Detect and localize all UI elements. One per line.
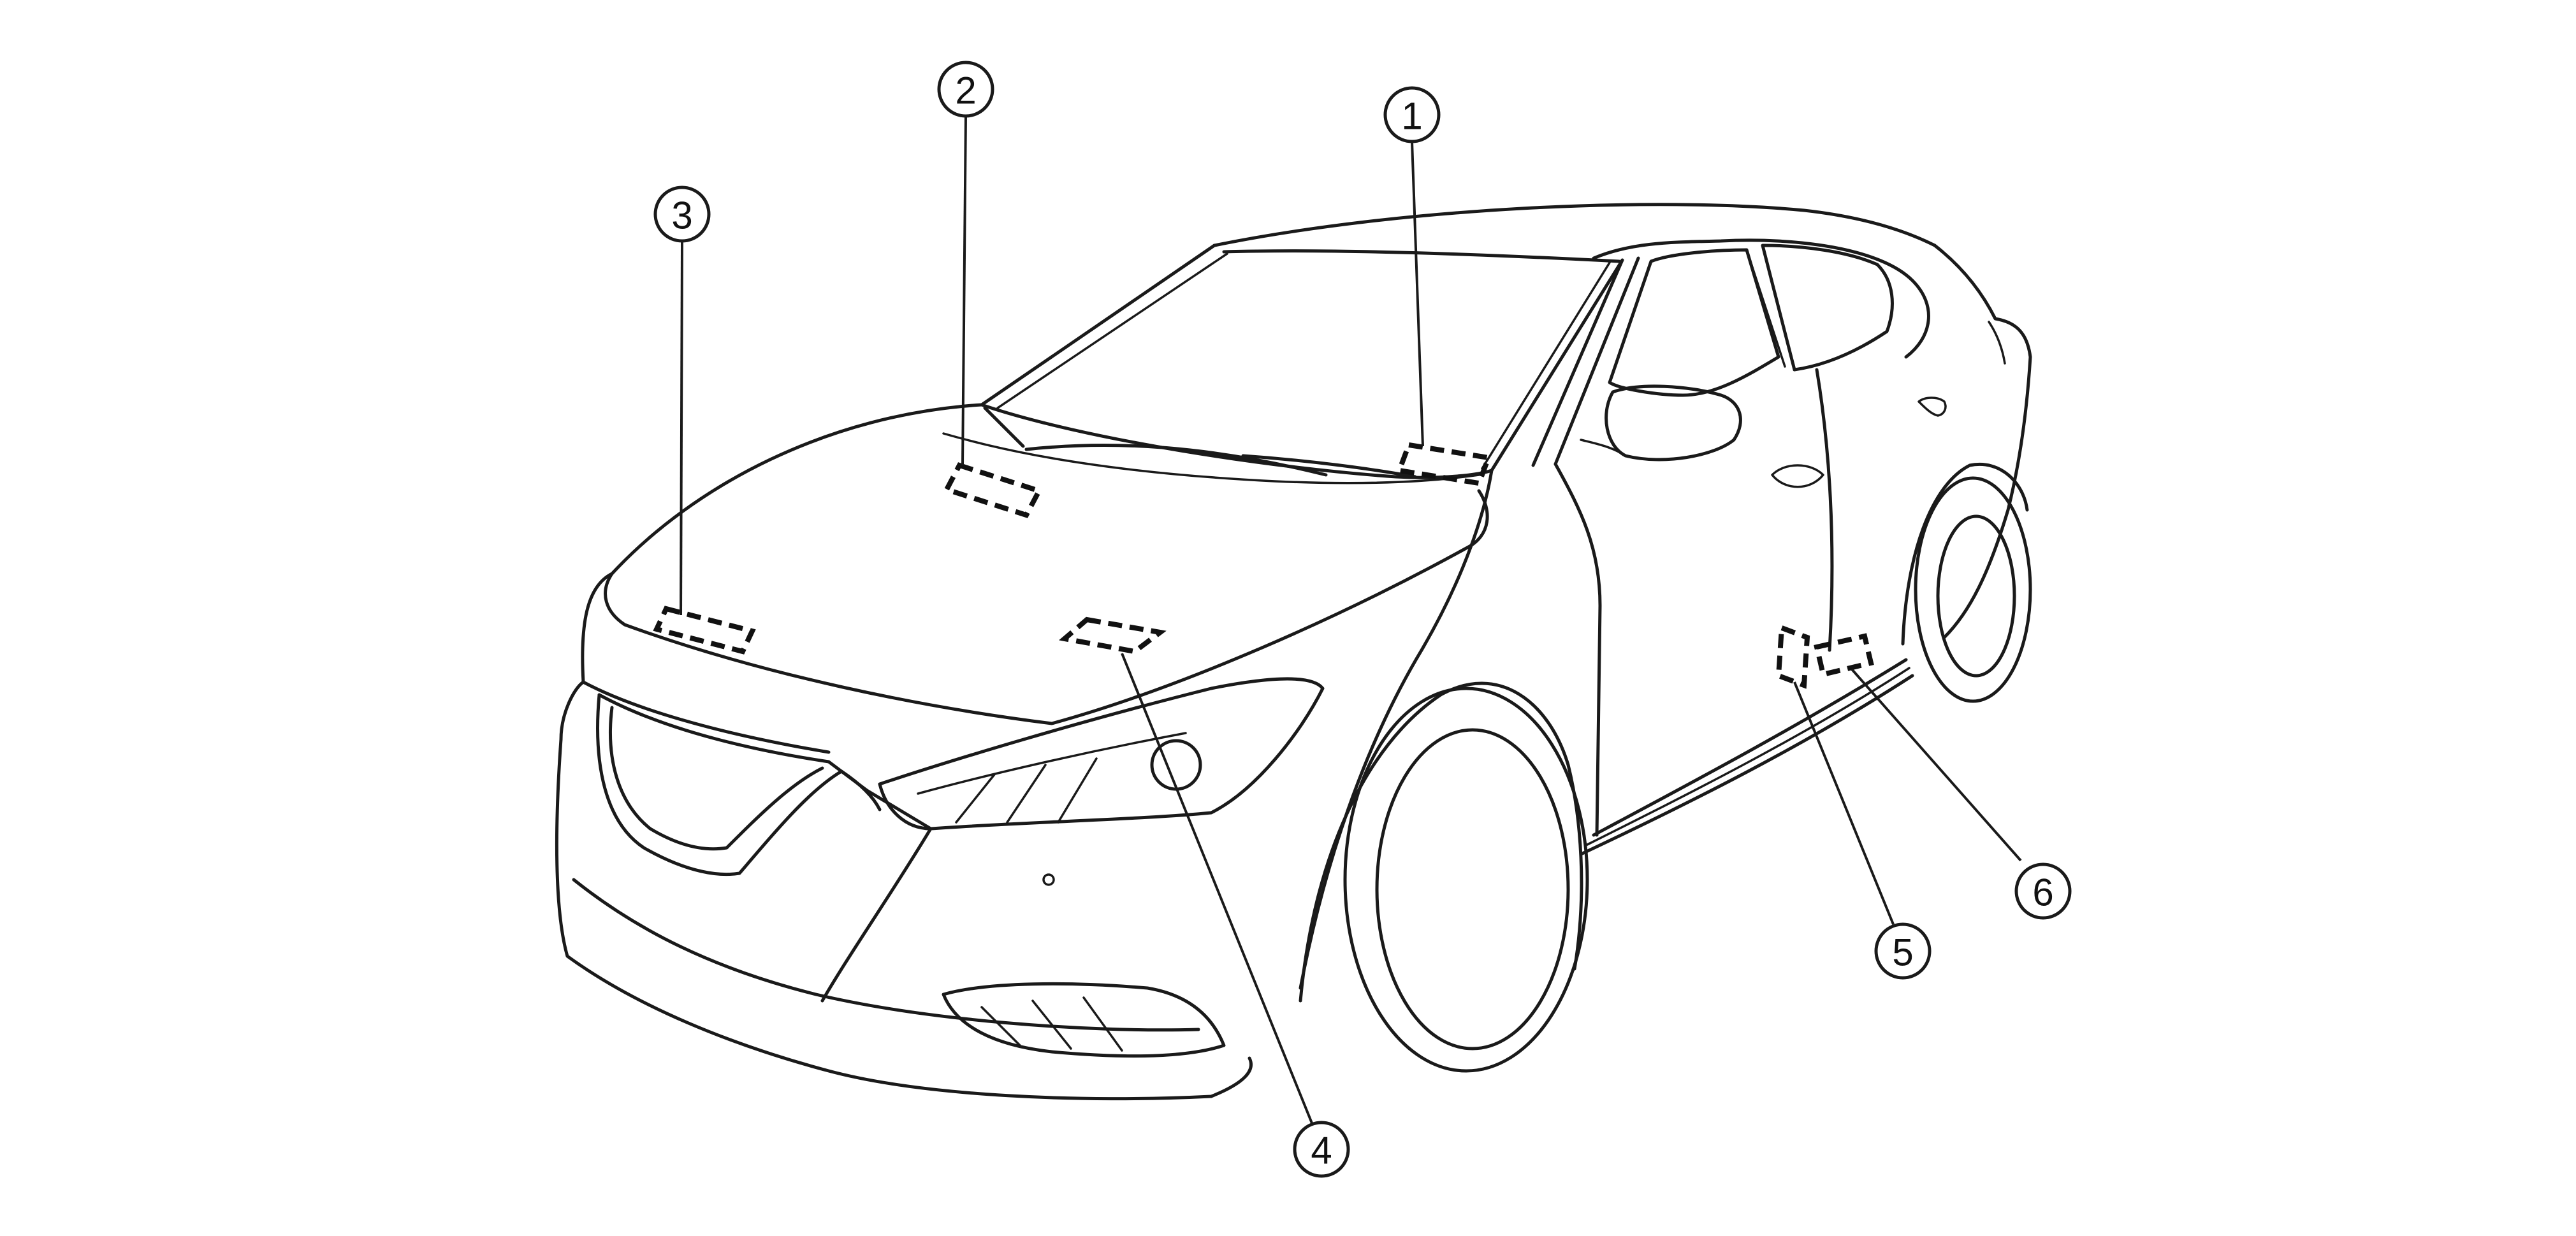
wiper-left (1024, 444, 1328, 477)
callout-3-number: 3 (671, 194, 692, 237)
side-mirror-base (1580, 439, 1624, 455)
a-pillar-inner (1554, 256, 1640, 466)
leader-line-3 (680, 240, 683, 616)
front-side-window (1608, 248, 1780, 397)
a-pillar (1531, 258, 1624, 467)
leader-line-1 (1411, 141, 1424, 447)
callout-2-circle (937, 61, 994, 118)
hood-cowl-line (942, 432, 1480, 484)
windshield-inner (996, 252, 1228, 409)
callouts: 1 2 3 4 5 6 (653, 61, 2072, 1178)
rear-light (1988, 321, 2006, 365)
rear-wheel-inner (1936, 514, 2016, 678)
car-roof-inner (1222, 249, 1621, 263)
front-bumper-top (581, 572, 831, 754)
label-location-5 (1775, 624, 1810, 689)
car-roof (1212, 203, 1937, 247)
label-location-2 (943, 462, 1043, 518)
rear-wheel-arch (1901, 463, 2029, 646)
callout-1-number: 1 (1401, 95, 1422, 138)
v-motion-line (597, 693, 933, 1003)
callout-4-circle (1293, 1121, 1350, 1178)
windshield-outer (980, 244, 1624, 479)
fuel-door (1917, 396, 1947, 417)
callout-4: 4 (1293, 1121, 1350, 1178)
fog-light-slats (980, 996, 1123, 1052)
headlight (878, 677, 1325, 831)
windshield-inner-right (1481, 261, 1611, 470)
front-door-handle (1771, 464, 1824, 488)
callout-1-circle (1383, 86, 1441, 143)
fog-light-housing (942, 982, 1226, 1058)
grille-inner (609, 706, 824, 851)
label-location-4 (1059, 616, 1167, 655)
callout-2: 2 (937, 61, 994, 118)
lower-bumper (555, 738, 1253, 1101)
side-mirror (1605, 384, 1742, 462)
side-sill-step (1586, 667, 1910, 846)
leader-line-5 (1793, 681, 1895, 925)
leader-line-4 (1121, 653, 1313, 1124)
wiper-arm (983, 406, 1025, 448)
callout-3-circle (653, 185, 711, 243)
callout-1: 1 (1383, 86, 1441, 143)
rear-side-window (1761, 244, 1894, 372)
front-door-edge (1554, 462, 1602, 837)
label-location-3 (653, 606, 756, 655)
callout-5-number: 5 (1892, 931, 1913, 974)
grille-frame (596, 693, 882, 876)
tow-hook-cover (1042, 873, 1055, 886)
leader-lines (680, 115, 2022, 1124)
label-location-6 (1814, 633, 1874, 678)
lower-bumper-inner (572, 878, 1200, 1032)
callout-4-number: 4 (1311, 1130, 1332, 1172)
front-wheel-arch (1299, 681, 1583, 1003)
label-locations (653, 442, 1874, 689)
callout-6-circle (2014, 862, 2072, 920)
hood-outline (604, 403, 1489, 725)
front-wheel-inner (1375, 728, 1570, 1051)
rear-door-edge (1815, 368, 1834, 652)
headlight-inner (917, 732, 1187, 824)
label-location-1 (1395, 442, 1492, 486)
leader-line-6 (1851, 668, 2022, 862)
callout-6-number: 6 (2032, 871, 2053, 914)
callout-5-circle (1874, 922, 1932, 980)
callout-5: 5 (1874, 922, 1932, 980)
left-fender-edge (559, 680, 585, 741)
front-wheel-outer (1343, 687, 1589, 1073)
callout-6: 6 (2014, 862, 2072, 920)
rear-wheel-outer (1914, 476, 2032, 703)
front-fender (1299, 469, 1494, 990)
side-sill-upper (1592, 658, 1908, 837)
callout-3: 3 (653, 185, 711, 243)
wiper-right (1241, 454, 1417, 479)
cabin-rear-edge (1592, 238, 1930, 359)
side-sill-lower (1579, 674, 1914, 856)
rear-quarter (1933, 244, 2032, 639)
leader-line-2 (961, 115, 967, 466)
b-pillar (1745, 249, 1786, 368)
callout-2-number: 2 (955, 69, 976, 112)
car-illustration (555, 203, 2032, 1101)
